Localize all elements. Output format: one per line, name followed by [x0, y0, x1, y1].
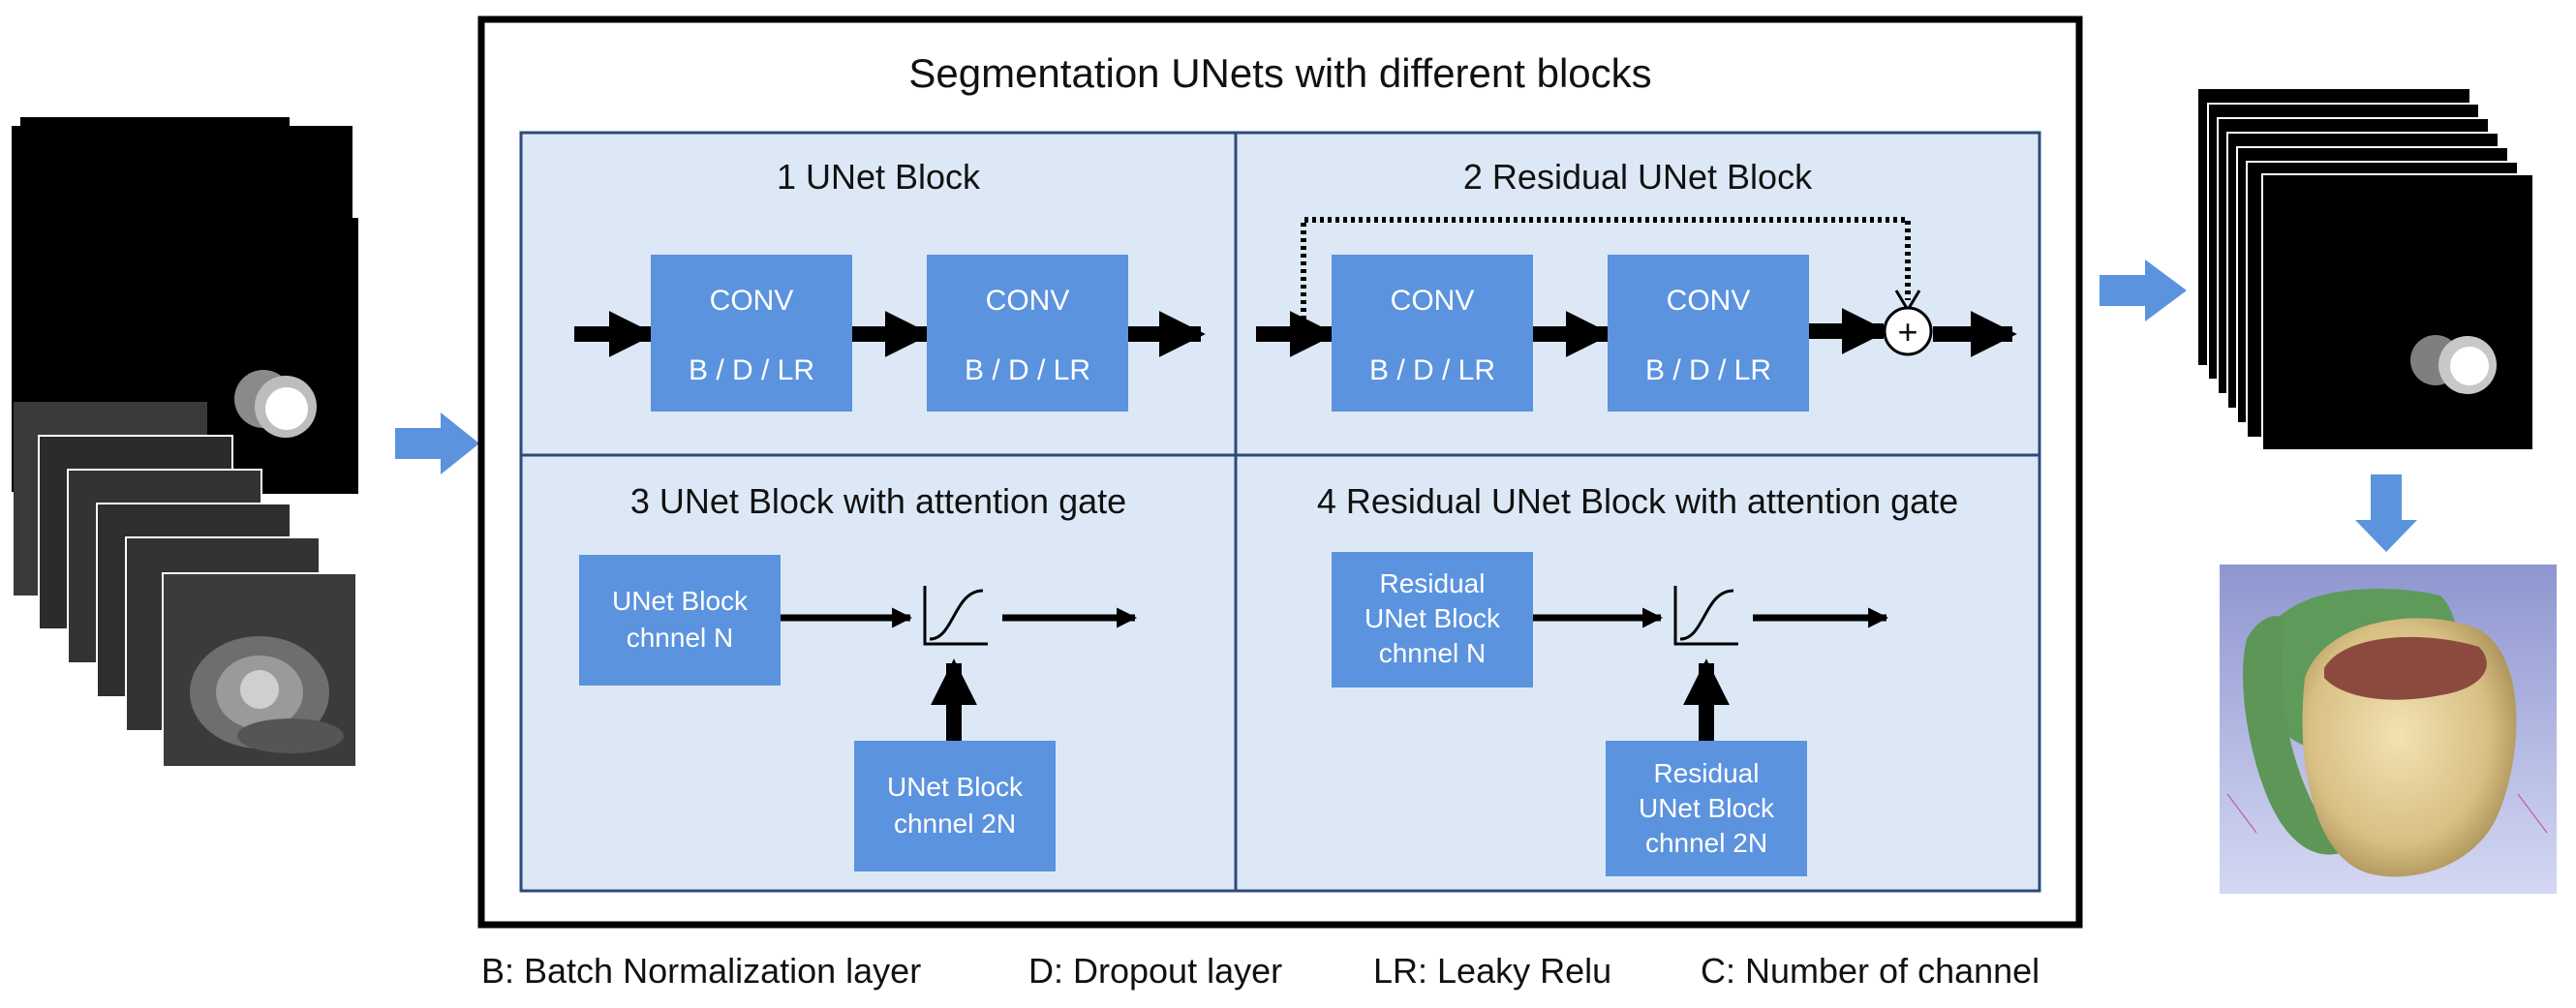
sum-symbol: +	[1897, 312, 1917, 351]
p4-main-line3: chnnel N	[1379, 638, 1487, 668]
p2-block-2-line2: B / D / LR	[1645, 354, 1771, 386]
sigmoid-icon	[923, 586, 988, 646]
p4-gate-block: Residual UNet Block chnnel 2N	[1606, 741, 1807, 876]
panel-2-title: 2 Residual UNet Block	[1463, 157, 1813, 197]
panel-1-title: 1 UNet Block	[777, 157, 981, 197]
p4-gate-line1: Residual	[1654, 758, 1760, 788]
legend-c: C: Number of channel	[1701, 951, 2039, 991]
p2-block-1-line1: CONV	[1391, 285, 1475, 317]
legend: B: Batch Normalization layer D: Dropout …	[481, 951, 2039, 991]
input-arrow	[395, 412, 479, 474]
p2-block-2-line1: CONV	[1667, 285, 1751, 317]
sigmoid-icon	[1673, 586, 1738, 646]
panel-1: 1 UNet Block	[519, 131, 1238, 457]
p4-gate-line2: UNet Block	[1639, 793, 1775, 823]
p2-conv-block-2: CONV B / D / LR	[1608, 255, 1809, 412]
p2-skip-connection	[1301, 217, 1911, 320]
p2-block-1-line2: B / D / LR	[1369, 354, 1495, 386]
legend-d: D: Dropout layer	[1028, 951, 1282, 991]
panel-4-title: 4 Residual UNet Block with attention gat…	[1317, 481, 1958, 521]
down-arrow	[2355, 474, 2417, 552]
p1-block-2-line1: CONV	[986, 285, 1070, 317]
p2-conv-block-1: CONV B / D / LR	[1332, 255, 1533, 412]
p3-main-line2: chnnel N	[627, 623, 734, 653]
p1-block-1-line1: CONV	[710, 285, 794, 317]
mri-input-stack	[12, 115, 358, 768]
p1-conv-block-1: CONV B / D / LR	[651, 255, 852, 412]
p3-main-line1: UNet Block	[612, 586, 749, 616]
legend-lr: LR: Leaky Relu	[1373, 951, 1611, 991]
p3-gate-line2: chnnel 2N	[894, 809, 1016, 839]
panel-3-title: 3 UNet Block with attention gate	[630, 481, 1126, 521]
p1-block-2-line2: B / D / LR	[965, 354, 1090, 386]
p4-main-block: Residual UNet Block chnnel N	[1332, 552, 1533, 687]
segmentation-output-stack	[2198, 89, 2534, 451]
diagram-title: Segmentation UNets with different blocks	[908, 50, 1651, 96]
p4-main-line1: Residual	[1380, 568, 1486, 598]
heart-3d-render	[2220, 565, 2557, 894]
sum-icon: +	[1883, 306, 1933, 356]
p4-main-line2: UNet Block	[1365, 603, 1501, 633]
p3-main-block: UNet Block chnnel N	[579, 555, 781, 686]
p3-gate-line1: UNet Block	[887, 772, 1024, 802]
p4-gate-line3: chnnel 2N	[1645, 828, 1767, 858]
p1-block-1-line2: B / D / LR	[689, 354, 814, 386]
output-arrow	[2100, 260, 2187, 321]
mri-stack-left	[14, 402, 357, 768]
p3-gate-block: UNet Block chnnel 2N	[854, 741, 1056, 871]
p1-conv-block-2: CONV B / D / LR	[927, 255, 1128, 412]
legend-b: B: Batch Normalization layer	[481, 951, 921, 991]
